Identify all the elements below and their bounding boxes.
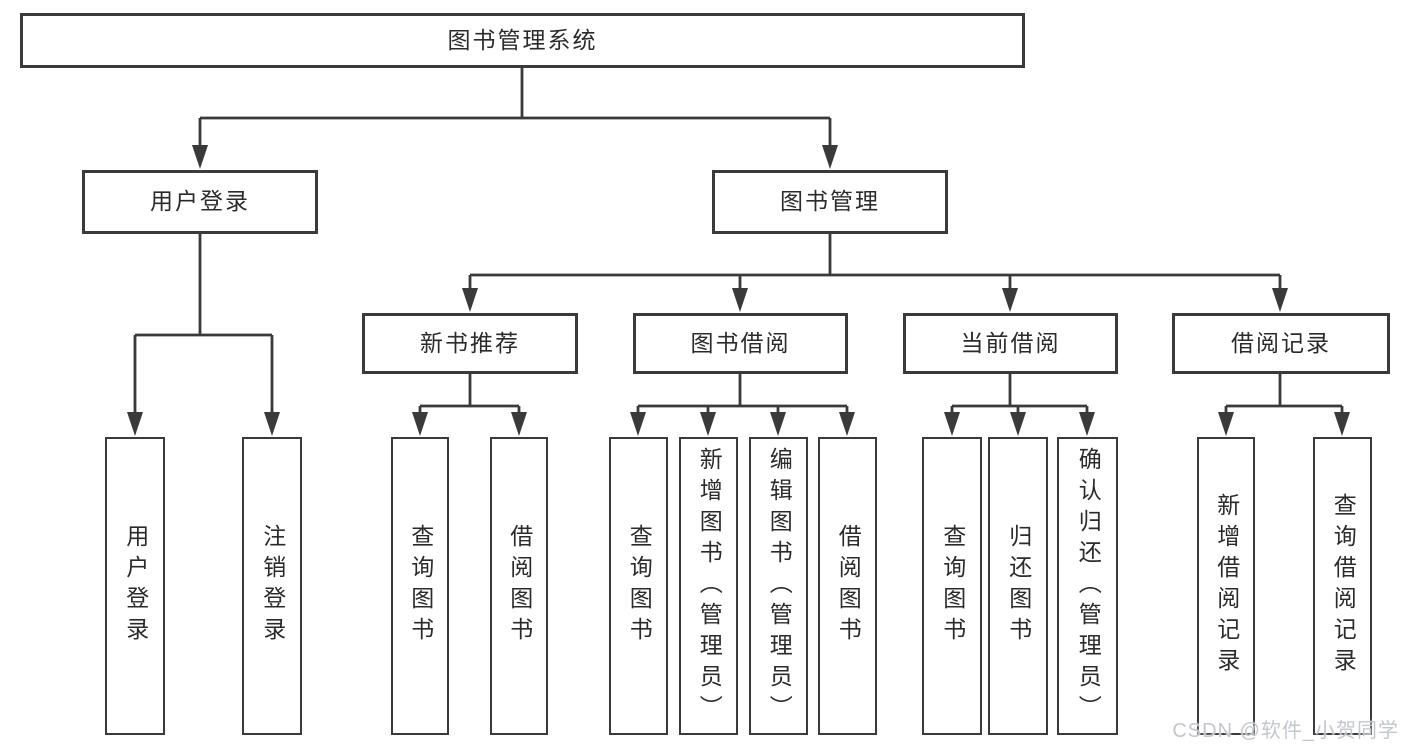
leaf-confirm-return-admin: 确认归还（管理员） xyxy=(1057,437,1118,735)
leaf-return-books: 归还图书 xyxy=(988,437,1048,735)
node-book-management: 图书管理 xyxy=(712,170,948,234)
leaf-borrow-books-recommend: 借阅图书 xyxy=(490,437,548,735)
leaf-query-books-recommend: 查询图书 xyxy=(391,437,449,735)
leaf-edit-book-admin: 编辑图书（管理员） xyxy=(749,437,808,735)
watermark: CSDN @软件_小贺同学 xyxy=(1172,720,1399,742)
node-book-borrowing: 图书借阅 xyxy=(633,313,848,374)
node-borrowing-records: 借阅记录 xyxy=(1172,313,1390,374)
leaf-query-borrow-record: 查询借阅记录 xyxy=(1313,437,1372,735)
node-library-management-system: 图书管理系统 xyxy=(20,13,1025,68)
leaf-query-books-current: 查询图书 xyxy=(922,437,982,735)
node-new-book-recommend: 新书推荐 xyxy=(362,313,578,374)
node-current-borrowing: 当前借阅 xyxy=(903,313,1118,374)
leaf-query-books-borrowing: 查询图书 xyxy=(609,437,668,735)
leaf-add-borrow-record: 新增借阅记录 xyxy=(1197,437,1255,735)
leaf-user-login: 用户登录 xyxy=(105,437,165,735)
leaf-add-book-admin: 新增图书（管理员） xyxy=(679,437,738,735)
node-user-login: 用户登录 xyxy=(82,170,318,234)
leaf-logout: 注销登录 xyxy=(242,437,302,735)
leaf-borrow-books-borrowing: 借阅图书 xyxy=(818,437,877,735)
